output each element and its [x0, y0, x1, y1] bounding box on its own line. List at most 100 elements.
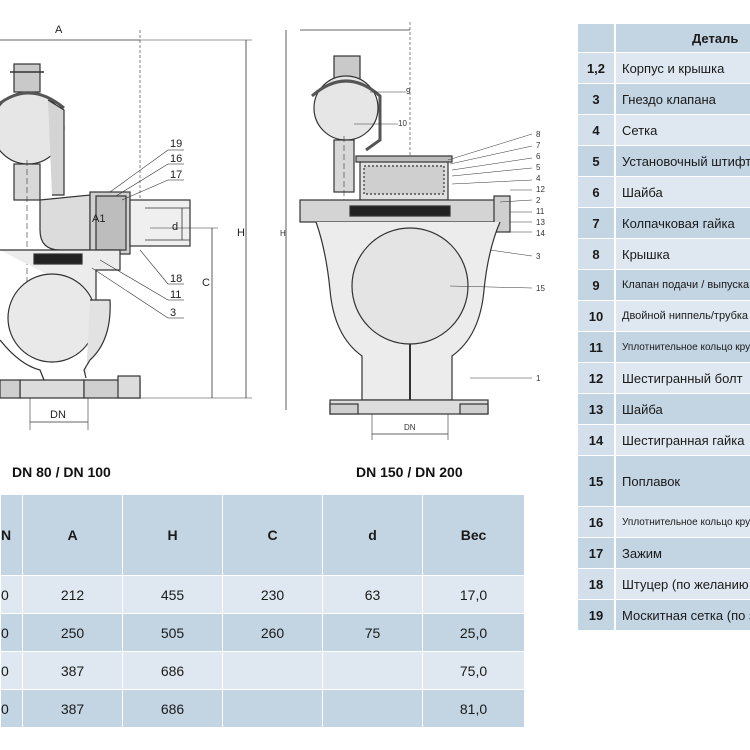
part-name: Штуцер (по желанию — [616, 569, 750, 599]
left-callout-19: 19 — [170, 138, 182, 150]
part-number: 12 — [578, 363, 616, 393]
table-cell — [322, 651, 423, 690]
right-callout-9: 9 — [406, 87, 411, 96]
table-cell: 686 — [122, 651, 223, 690]
table-cell: 0 — [0, 613, 23, 652]
right-caption: DN 150 / DN 200 — [356, 464, 463, 480]
part-number: 1,2 — [578, 53, 616, 83]
table-cell: 250 — [22, 613, 123, 652]
part-number: 9 — [578, 270, 616, 300]
table-cell: 0 — [0, 651, 23, 690]
left-callout-11: 11 — [170, 289, 181, 301]
left-callout-3: 3 — [170, 307, 176, 319]
part-number: 19 — [578, 600, 616, 630]
parts-table-header: Деталь — [578, 24, 750, 53]
part-number: 13 — [578, 394, 616, 424]
table-row: 0 250 505 260 75 25,0 — [0, 613, 525, 652]
left-caption: DN 80 / DN 100 — [12, 464, 111, 480]
part-name: Шайба — [616, 394, 750, 424]
left-dim-A-label: A — [55, 24, 63, 36]
parts-header-no-cell — [578, 24, 616, 52]
left-A1-label: A1 — [92, 213, 105, 225]
part-number: 18 — [578, 569, 616, 599]
part-number: 3 — [578, 84, 616, 114]
dimension-table-header-row: N A H C d Вес — [0, 494, 525, 576]
header-cell: d — [322, 494, 423, 576]
left-callout-16: 16 — [170, 153, 182, 165]
table-row: 0 387 686 81,0 — [0, 689, 525, 728]
part-number: 8 — [578, 239, 616, 269]
left-callout-18: 18 — [170, 273, 182, 285]
right-callout-10: 10 — [398, 119, 407, 128]
table-cell: 212 — [22, 575, 123, 614]
table-cell: 387 — [22, 651, 123, 690]
right-callout-4: 4 — [536, 174, 541, 183]
part-name: Крышка — [616, 239, 750, 269]
right-callout-15: 15 — [536, 284, 545, 293]
part-name: Шайба — [616, 177, 750, 207]
part-number: 11 — [578, 332, 616, 362]
table-cell: 455 — [122, 575, 223, 614]
table-cell: 17,0 — [422, 575, 525, 614]
part-number: 6 — [578, 177, 616, 207]
right-callout-6: 6 — [536, 152, 541, 161]
table-cell: 75,0 — [422, 651, 525, 690]
part-name: Шестигранный болт — [616, 363, 750, 393]
right-callout-3: 3 — [536, 252, 541, 261]
part-name: Корпус и крышка — [616, 53, 750, 83]
right-dim-H-label: H — [280, 229, 286, 238]
part-number: 5 — [578, 146, 616, 176]
part-number: 4 — [578, 115, 616, 145]
part-name: Москитная сетка (по з — [616, 600, 750, 630]
table-row: 0 212 455 230 63 17,0 — [0, 575, 525, 614]
right-callout-13: 13 — [536, 218, 545, 227]
table-cell: 0 — [0, 689, 23, 728]
right-callout-8: 8 — [536, 130, 541, 139]
table-cell: 230 — [222, 575, 323, 614]
part-number: 14 — [578, 425, 616, 455]
part-name: Клапан подачи / выпуска — [616, 270, 750, 300]
table-cell: 505 — [122, 613, 223, 652]
header-cell: N — [0, 494, 23, 576]
right-dim-DN-label: DN — [404, 423, 416, 432]
part-number: 16 — [578, 507, 616, 537]
header-cell: Вес — [422, 494, 525, 576]
header-cell: C — [222, 494, 323, 576]
table-cell: 0 — [0, 575, 23, 614]
right-callout-1: 1 — [536, 374, 541, 383]
table-cell — [222, 651, 323, 690]
part-name: Шестигранная гайка — [616, 425, 750, 455]
part-name: Уплотнительное кольцо кру — [616, 332, 750, 362]
part-name: Колпачковая гайка — [616, 208, 750, 238]
right-callout-11: 11 — [536, 207, 545, 216]
left-dim-C-label: C — [202, 277, 210, 289]
header-cell: A — [22, 494, 123, 576]
part-name: Поплавок — [616, 456, 750, 506]
left-dim-DN-label: DN — [50, 409, 66, 421]
part-number: 10 — [578, 301, 616, 331]
table-row: 0 387 686 75,0 — [0, 651, 525, 690]
part-name: Сетка — [616, 115, 750, 145]
right-valve-drawing — [285, 22, 533, 440]
header-cell: H — [122, 494, 223, 576]
parts-header-label: Деталь — [616, 24, 750, 52]
table-cell: 63 — [322, 575, 423, 614]
right-callout-2: 2 — [536, 196, 541, 205]
part-name: Уплотнительное кольцо кру — [616, 507, 750, 537]
dimension-table: N A H C d Вес 0 212 455 230 63 17,0 0 25… — [0, 494, 525, 728]
part-name: Двойной ниппель/трубка с — [616, 301, 750, 331]
